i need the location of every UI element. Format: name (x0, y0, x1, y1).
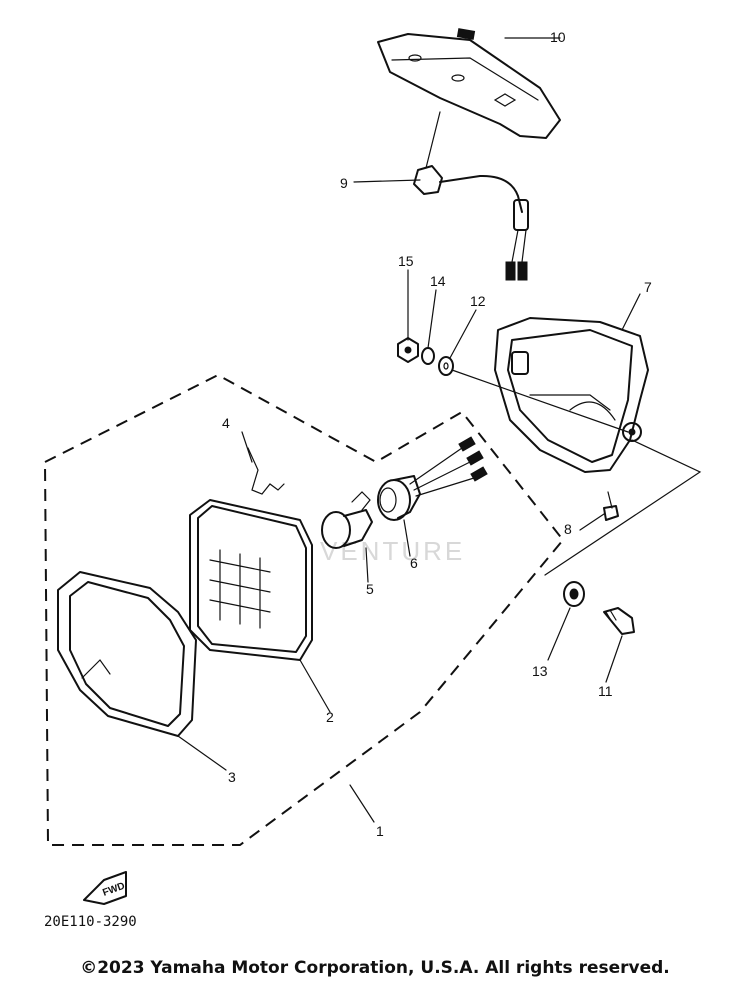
part-14-washer (421, 347, 435, 365)
headlight-assembly-outline (43, 373, 565, 846)
callout-15: 15 (398, 253, 414, 269)
forward-direction-marker: FWD (83, 871, 127, 905)
part-2-lens-unit (189, 499, 331, 713)
part-7-housing (494, 317, 649, 473)
part-15-nut (397, 337, 419, 363)
leader-lines (349, 37, 641, 823)
callout-3: 3 (228, 769, 236, 785)
callout-5: 5 (366, 581, 374, 597)
part-8-screw (603, 491, 619, 521)
callout-6: 6 (410, 555, 418, 571)
callout-1: 1 (376, 823, 384, 839)
fastener-axis-line (451, 369, 629, 433)
callout-9: 9 (340, 175, 348, 191)
part-13-washer (563, 581, 585, 607)
part-6-bulb-socket (377, 436, 488, 521)
callout-4: 4 (222, 415, 230, 431)
bolt-alignment-line (544, 439, 702, 576)
part-5-bulb (321, 491, 373, 549)
watermark-text: VENTURE (320, 536, 465, 566)
part-3-rim (57, 571, 227, 771)
part-12-washer (438, 356, 454, 376)
callout-11: 11 (598, 683, 613, 699)
part-10-bracket (377, 28, 561, 139)
callout-12: 12 (470, 293, 486, 309)
fwd-label: FWD (101, 881, 126, 899)
callout-numbers: 1 2 3 4 5 6 7 8 9 10 11 12 13 14 15 (222, 29, 652, 839)
part-11-bolt (603, 607, 635, 635)
callout-8: 8 (564, 521, 572, 537)
catalog-number: 20E110-3290 (44, 914, 137, 930)
part-4-spring-clip (241, 431, 285, 495)
copyright-notice: ©2023 Yamaha Motor Corporation, U.S.A. A… (80, 958, 670, 978)
callout-2: 2 (326, 709, 334, 725)
part-9-socket-cord (413, 111, 529, 281)
callout-10: 10 (550, 29, 566, 45)
callout-14: 14 (430, 273, 446, 289)
callout-13: 13 (532, 663, 548, 679)
callout-7: 7 (644, 279, 652, 295)
